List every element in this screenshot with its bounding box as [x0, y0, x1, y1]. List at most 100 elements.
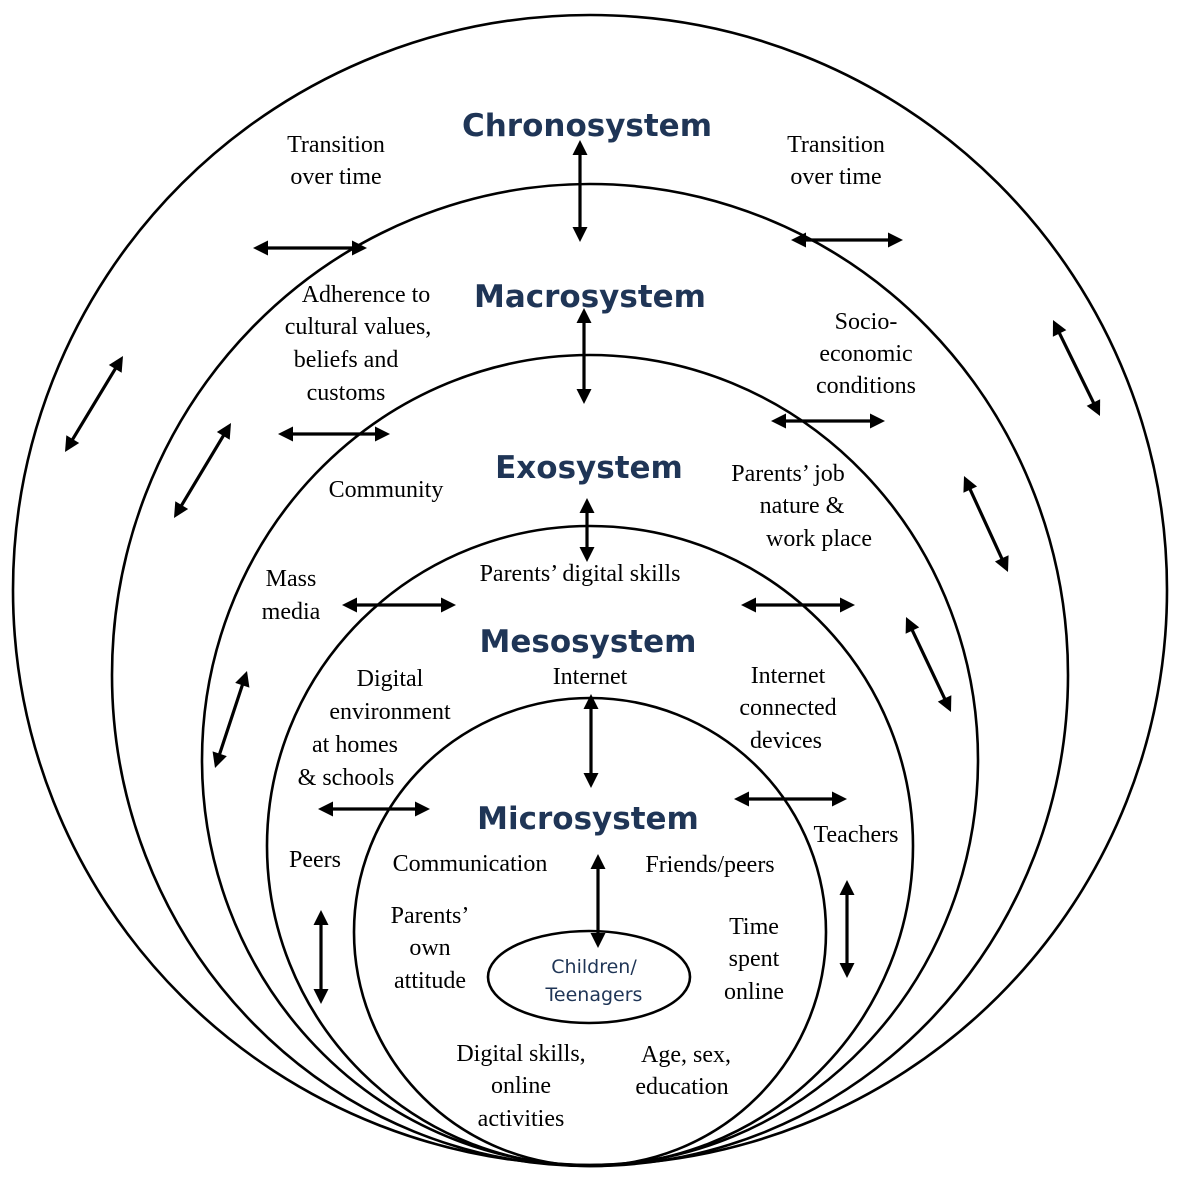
arrow-meso-left-head-start [318, 801, 333, 817]
arrow-macro-left-diagonal [174, 423, 231, 518]
arrow-chrono-right-diagonal [1052, 320, 1101, 416]
arrow-chrono-left-diagonal-head-start [108, 356, 123, 373]
arrow-exo-left-head-end [441, 597, 456, 613]
arrow-chrono-right-diagonal-shaft [1056, 330, 1097, 406]
center-label-line1: Children/ [551, 956, 637, 978]
parents-job-line: work place [766, 526, 872, 552]
exosystem-title: Exosystem [495, 450, 683, 486]
arrow-exo-right-head-end [840, 597, 855, 613]
parents-attitude-line: attitude [394, 968, 466, 994]
arrow-meso-right [734, 791, 847, 807]
arrow-chrono-top-left-head-start [253, 240, 268, 256]
arrow-macro-exo-vertical-head-end [576, 389, 592, 404]
parents-job-line: nature & [760, 493, 845, 519]
mesosystem-title: Mesosystem [480, 624, 697, 660]
parents-attitude-line: Parents’ [391, 903, 470, 929]
arrow-chrono-right-diagonal-head-end [1086, 399, 1101, 416]
arrow-exo-right-diagonal-shaft [909, 627, 948, 702]
arrow-exo-left-diagonal [212, 671, 250, 768]
teachers-label: Teachers [814, 822, 899, 848]
arrow-exo-right-head-start [741, 597, 756, 613]
friends-peers-label: Friends/peers [645, 852, 774, 878]
digital-environment-line: & schools [298, 765, 395, 791]
chrono-left-line: Transition [287, 132, 385, 158]
macrosystem-title: Macrosystem [474, 279, 706, 315]
arrow-meso-left-vertical-head-end [313, 989, 329, 1004]
time-online-line: Time [729, 914, 779, 940]
macro-left-line: beliefs and [294, 347, 399, 373]
arrow-chrono-macro-vertical-head-start [572, 140, 588, 155]
arrow-macro-right-head-end [870, 413, 885, 429]
arrow-chrono-top-left-head-end [352, 240, 367, 256]
arrow-meso-micro-vertical [583, 694, 599, 788]
arrow-macro-left-diagonal-head-end [174, 501, 189, 518]
arrow-macro-left-head-end [375, 426, 390, 442]
chrono-left-line: over time [290, 164, 381, 190]
chrono-right-line: over time [790, 164, 881, 190]
arrow-chrono-left-diagonal [65, 356, 123, 452]
arrow-chrono-right-diagonal-head-start [1052, 320, 1067, 337]
arrow-exo-right-diagonal [905, 617, 952, 712]
parents-job-line: Parents’ job [731, 461, 845, 487]
macro-left-line: cultural values, [285, 314, 432, 340]
arrow-exo-left-diagonal-shaft [217, 681, 245, 758]
arrow-meso-left [318, 801, 430, 817]
arrow-meso-micro-vertical-head-end [583, 773, 599, 788]
arrow-exo-left-head-start [342, 597, 357, 613]
internet-devices-line: devices [750, 728, 822, 754]
center-label-line2: Teenagers [545, 984, 643, 1006]
arrow-micro-center-vertical-head-end [590, 933, 606, 948]
time-online-line: spent [729, 946, 780, 972]
arrow-exo-right-diagonal-head-start [905, 617, 920, 634]
chrono-right-line: Transition [787, 132, 885, 158]
arrow-macro-exo-vertical [576, 308, 592, 404]
arrow-meso-right-vertical-head-end [839, 963, 855, 978]
arrow-chrono-macro-vertical [572, 140, 588, 242]
arrow-exo-right [741, 597, 855, 613]
arrow-meso-left-vertical [313, 910, 329, 1004]
digital-environment-line: environment [329, 699, 451, 725]
peers-label: Peers [289, 847, 341, 873]
arrow-meso-right-vertical [839, 880, 855, 978]
arrow-macro-right-diagonal-head-start [963, 476, 978, 493]
macro-right-line: conditions [816, 373, 916, 399]
arrow-macro-exo-vertical-head-start [576, 308, 592, 323]
macro-right-line: Socio- [835, 309, 898, 335]
arrow-macro-left-diagonal-head-start [216, 423, 231, 440]
arrow-macro-right-diagonal-shaft [967, 486, 1005, 562]
arrow-macro-right-diagonal [963, 476, 1009, 572]
arrow-macro-right [771, 413, 885, 429]
arrow-meso-micro-vertical-head-start [583, 694, 599, 709]
mass-media-line: Mass [266, 566, 317, 592]
arrow-exo-meso-vertical-head-start [579, 498, 595, 513]
arrow-chrono-top-right-head-end [888, 232, 903, 248]
digital-skills-line: activities [478, 1106, 565, 1132]
arrow-macro-left-head-start [278, 426, 293, 442]
arrow-chrono-left-diagonal-shaft [69, 365, 119, 443]
parents-attitude-line: own [409, 935, 450, 961]
arrow-exo-left-diagonal-head-start [235, 671, 250, 688]
arrow-exo-left [342, 597, 456, 613]
chronosystem-title: Chronosystem [462, 108, 712, 144]
arrow-chrono-left-diagonal-head-end [65, 435, 80, 452]
arrows-layer [65, 140, 1101, 1004]
arrow-chrono-top-right [791, 232, 903, 248]
arrow-exo-left-diagonal-head-end [212, 751, 227, 768]
parents-digital-skills-label: Parents’ digital skills [480, 561, 681, 587]
arrow-exo-meso-vertical-head-end [579, 547, 595, 562]
digital-environment-line: at homes [312, 732, 398, 758]
communication-label: Communication [393, 851, 548, 877]
microsystem-title: Microsystem [477, 801, 699, 837]
digital-skills-line: Digital skills, [456, 1041, 585, 1067]
arrow-chrono-macro-vertical-head-end [572, 227, 588, 242]
time-online-line: online [724, 979, 784, 1005]
arrow-meso-left-vertical-head-start [313, 910, 329, 925]
macro-left-line: Adherence to [302, 282, 431, 308]
internet-label: Internet [553, 664, 628, 690]
arrow-chrono-top-right-head-start [791, 232, 806, 248]
arrow-meso-right-head-end [832, 791, 847, 807]
macro-left-line: customs [307, 380, 386, 406]
digital-skills-line: online [491, 1073, 551, 1099]
